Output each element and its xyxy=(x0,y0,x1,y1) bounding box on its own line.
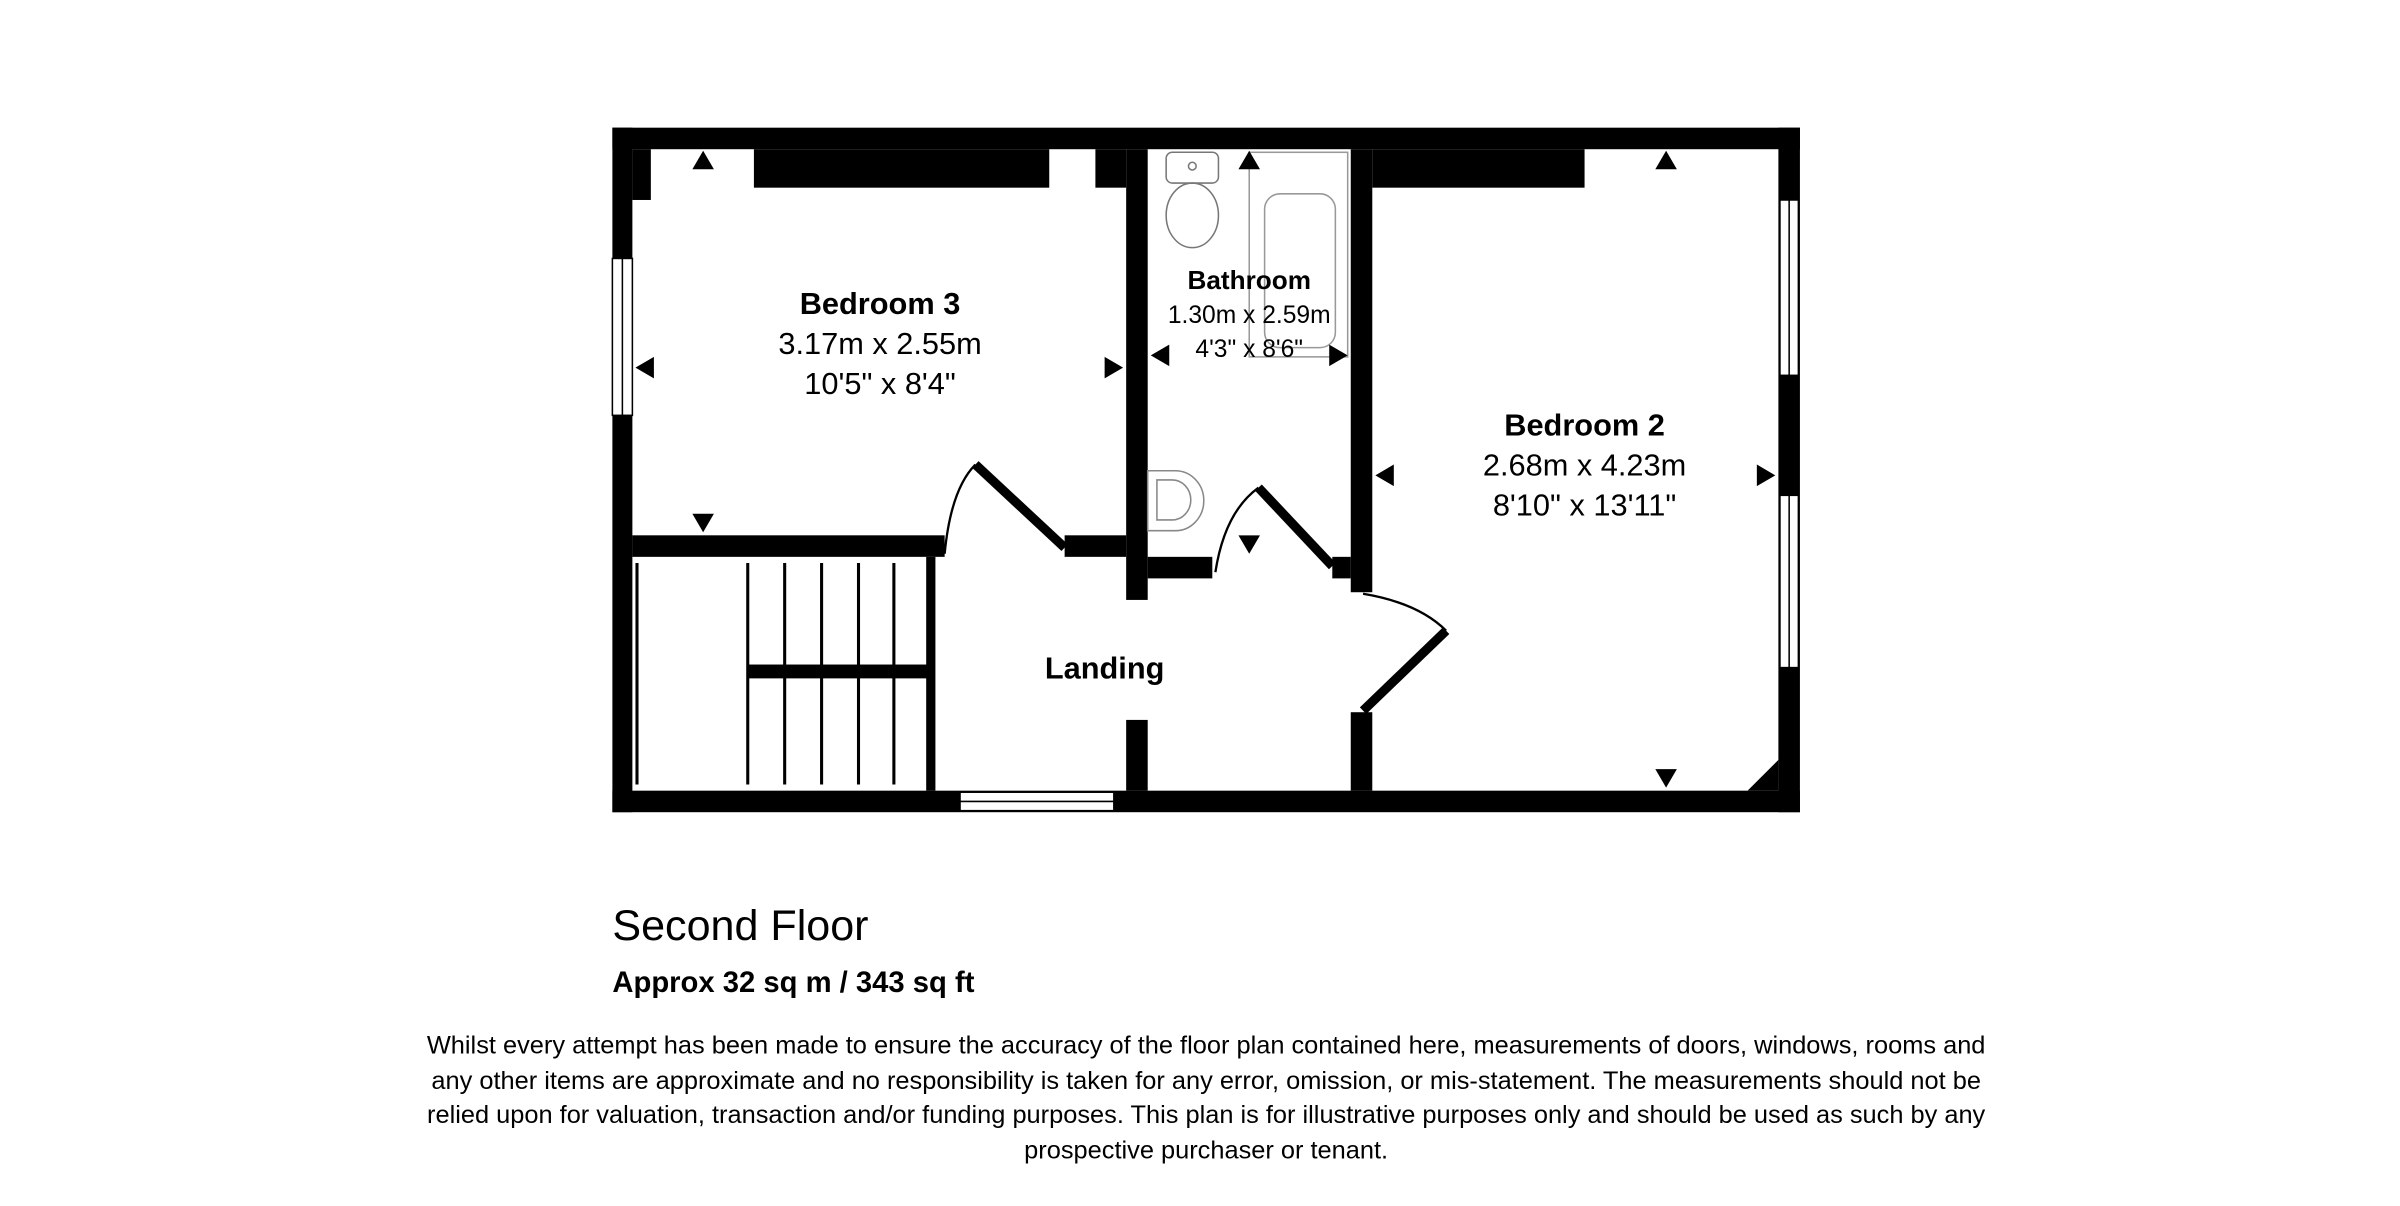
room-bedroom-3: Bedroom 3 3.17m x 2.55m 10'5" x 8'4" xyxy=(778,286,981,401)
walls xyxy=(612,127,1800,813)
disclaimer-line: relied upon for valuation, transaction a… xyxy=(427,1101,1986,1129)
room-landing: Landing xyxy=(1045,650,1165,685)
staircase xyxy=(635,563,896,785)
disclaimer-line: any other items are approximate and no r… xyxy=(431,1067,1981,1095)
room-metric: 1.30m x 2.59m xyxy=(1168,302,1331,329)
room-name: Bedroom 3 xyxy=(800,286,961,321)
toilet-icon xyxy=(1165,151,1220,249)
bathtub-icon xyxy=(1248,151,1349,358)
windows xyxy=(611,199,1800,812)
disclaimer-line: prospective purchaser or tenant. xyxy=(1024,1136,1388,1164)
doors xyxy=(943,461,1450,715)
floor-title: Second Floor xyxy=(612,902,868,950)
room-metric: 2.68m x 4.23m xyxy=(1483,447,1686,482)
room-metric: 3.17m x 2.55m xyxy=(778,326,981,361)
dimension-arrows xyxy=(635,150,1776,788)
disclaimer: Whilst every attempt has been made to en… xyxy=(427,1032,1986,1165)
room-bathroom: Bathroom 1.30m x 2.59m 4'3" x 8'6" xyxy=(1168,265,1331,363)
room-imperial: 8'10" x 13'11" xyxy=(1493,487,1676,522)
room-bedroom-2: Bedroom 2 2.68m x 4.23m 8'10" x 13'11" xyxy=(1483,407,1686,522)
disclaimer-line: Whilst every attempt has been made to en… xyxy=(427,1032,1986,1060)
floor-area: Approx 32 sq m / 343 sq ft xyxy=(612,967,974,999)
room-imperial: 4'3" x 8'6" xyxy=(1195,336,1303,363)
room-name: Bedroom 2 xyxy=(1504,407,1665,442)
sink-icon xyxy=(1146,469,1205,532)
room-imperial: 10'5" x 8'4" xyxy=(804,366,956,401)
room-name: Bathroom xyxy=(1187,265,1310,295)
